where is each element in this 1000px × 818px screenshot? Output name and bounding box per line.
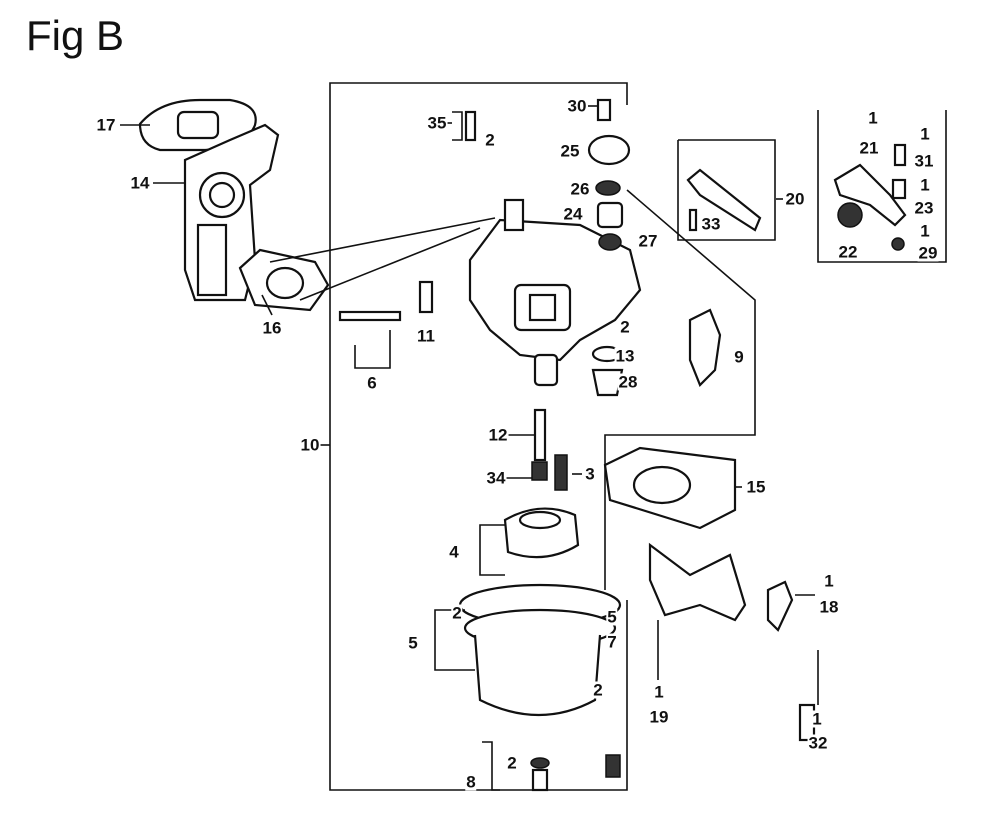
callout-2: 2 [592, 680, 604, 700]
lever-group-frame [677, 139, 776, 241]
callout-5: 5 [407, 633, 419, 653]
governor-group-frame [817, 110, 947, 263]
spring-34-part [531, 461, 548, 481]
callout-13: 13 [614, 346, 636, 366]
callout-2: 2 [451, 603, 463, 623]
callout-1: 1 [811, 709, 823, 729]
nut-29-part [891, 237, 905, 251]
carburetor-body-part [468, 198, 642, 387]
callout-33: 33 [700, 214, 722, 234]
jet-28-part [591, 368, 624, 397]
callout-4: 4 [448, 542, 460, 562]
callout-14: 14 [129, 173, 151, 193]
float-chamber-group-frame [604, 189, 756, 590]
callout-32: 32 [807, 733, 829, 753]
screw-30-part [596, 98, 612, 122]
lever-21-part [833, 163, 907, 227]
callout-1: 1 [823, 571, 835, 591]
clip-18-part [766, 580, 794, 632]
callout-16: 16 [261, 318, 283, 338]
callout-22: 22 [837, 242, 859, 262]
gasket-17-part [138, 98, 257, 152]
needle-12-part [533, 408, 547, 462]
callout-31: 31 [913, 151, 935, 171]
callout-12: 12 [487, 425, 509, 445]
washer-2-part [530, 757, 550, 769]
callout-1: 1 [919, 175, 931, 195]
callout-21: 21 [858, 138, 880, 158]
figure-title: Fig B [26, 12, 125, 59]
callout-27: 27 [637, 231, 659, 251]
callout-2: 2 [619, 317, 631, 337]
insulator-15-part [603, 446, 737, 530]
callout-2: 2 [484, 130, 496, 150]
screw-11-part [418, 280, 434, 314]
callout-2: 2 [506, 753, 518, 773]
callout-35: 35 [426, 113, 448, 133]
callout-1: 1 [867, 108, 879, 128]
main-group-frame [329, 82, 628, 791]
callout-30: 30 [566, 96, 588, 116]
callout-29: 29 [917, 243, 939, 263]
callout-19: 19 [648, 707, 670, 727]
screw-6-part [338, 310, 402, 322]
screw-33-part [688, 208, 698, 232]
callout-25: 25 [559, 141, 581, 161]
callout-1: 1 [919, 221, 931, 241]
callout-10: 10 [299, 435, 321, 455]
float-bowl-5-part [458, 583, 622, 717]
callout-15: 15 [745, 477, 767, 497]
callout-8: 8 [465, 772, 477, 792]
callout-11: 11 [416, 326, 436, 346]
screw-31-part [893, 143, 907, 167]
callout-7: 7 [606, 632, 618, 652]
spring-22-part [837, 202, 863, 228]
screw-35-part [464, 110, 477, 142]
cap-25-part [587, 134, 631, 166]
callout-17: 17 [95, 115, 117, 135]
spring-3-part [554, 454, 568, 491]
clip-9-part [688, 308, 722, 387]
callout-24: 24 [562, 204, 584, 224]
callout-1: 1 [653, 682, 665, 702]
callout-1: 1 [919, 124, 931, 144]
callout-3: 3 [584, 464, 596, 484]
collar-23-part [891, 178, 907, 200]
float-4-part [503, 507, 580, 559]
washer-26-part [595, 180, 621, 196]
bracket-19-part [648, 542, 747, 622]
callout-9: 9 [733, 347, 745, 367]
callout-6: 6 [366, 373, 378, 393]
bolt-8-part [531, 768, 549, 792]
valve-24-part [596, 201, 624, 229]
callout-28: 28 [617, 372, 639, 392]
drain-screw-7-part [605, 754, 621, 778]
callout-34: 34 [485, 468, 507, 488]
callout-23: 23 [913, 198, 935, 218]
callout-26: 26 [569, 179, 591, 199]
callout-20: 20 [784, 189, 806, 209]
callout-5: 5 [606, 607, 618, 627]
lever-20-part [686, 168, 762, 232]
oring-27-part [598, 233, 622, 251]
callout-18: 18 [818, 597, 840, 617]
